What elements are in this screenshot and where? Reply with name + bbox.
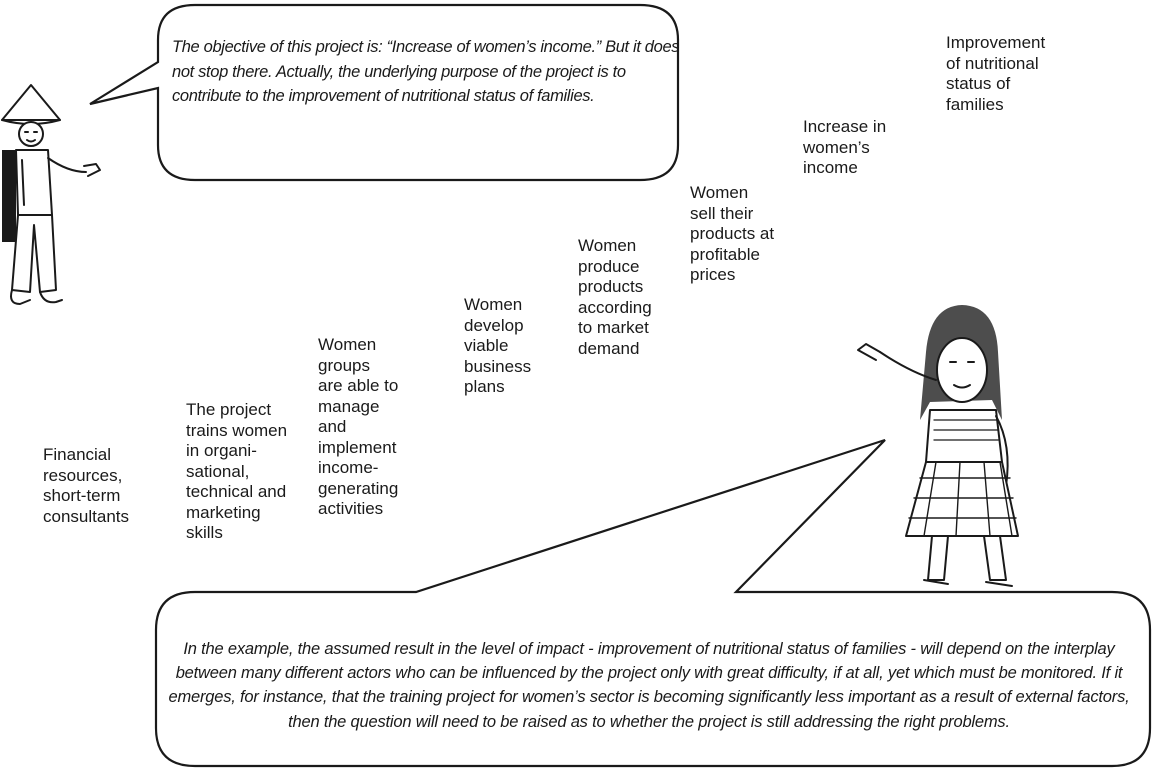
bottom-bubble-text: In the example, the assumed result in th…: [168, 640, 1130, 731]
step-use-of-output: Women develop viable business plans: [464, 295, 532, 396]
man-with-conical-hat-icon: [1, 84, 101, 305]
step-market-outcome: Women sell their products at profitable …: [690, 183, 775, 284]
bottom-speech-bubble: [154, 438, 1152, 768]
girl-in-plaid-dress-icon: [857, 305, 1019, 587]
top-bubble-text: The objective of this project is: “Incre…: [172, 38, 680, 105]
step-impact: Improvement of nutritional status of fam…: [946, 33, 1046, 114]
step-output: Women groups are able to manage and impl…: [318, 335, 399, 518]
step-inputs: Financial resources, short-term consulta…: [43, 445, 129, 526]
step-activities: The project trains women in organi- sati…: [186, 400, 288, 542]
top-speech-bubble: [89, 3, 680, 182]
step-project-objective: Increase in women’s income: [803, 117, 887, 177]
step-outcome: Women produce products according to mark…: [578, 236, 652, 358]
